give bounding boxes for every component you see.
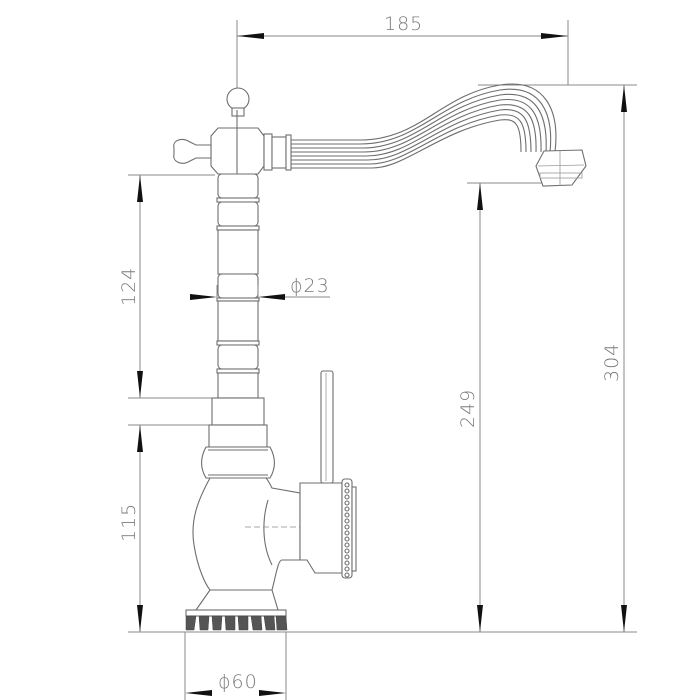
faucet-column: [216, 173, 260, 399]
arrow-left-icon: [237, 33, 264, 39]
dimension-column-height: 124: [118, 174, 215, 399]
arrow-left-icon: [185, 690, 212, 696]
dimension-base-diameter: ϕ60: [184, 632, 287, 700]
arrow-right-icon: [259, 690, 286, 696]
arrow-up-icon: [137, 175, 143, 202]
spout: [290, 83, 587, 187]
dimension-label-d23: ϕ23: [290, 275, 330, 297]
dimension-column-diameter: ϕ23: [190, 275, 330, 300]
arrow-left-icon: [258, 294, 285, 300]
dimension-label-d60: ϕ60: [218, 671, 258, 693]
dimension-total-height: 304: [478, 84, 637, 632]
arrow-up-icon: [137, 425, 143, 452]
dimension-spout-reach: 185: [236, 13, 569, 120]
dimension-label-249: 249: [457, 389, 479, 428]
dimension-label-304: 304: [601, 343, 623, 382]
dimension-label-124: 124: [118, 267, 140, 306]
faucet-head: [173, 87, 292, 175]
dimension-body-height: 115: [118, 424, 212, 632]
arrow-up-icon: [477, 183, 483, 210]
arrow-up-icon: [621, 85, 627, 112]
dimension-label-115: 115: [118, 503, 140, 542]
arrow-down-icon: [621, 605, 627, 632]
decorative-base: [185, 609, 288, 631]
arrow-down-icon: [137, 371, 143, 398]
dimension-outlet-height: 249: [457, 182, 543, 632]
arrow-right-icon: [541, 33, 568, 39]
lever-handle: [299, 370, 357, 579]
knurl-pattern: [344, 482, 350, 578]
arrow-down-icon: [477, 605, 483, 632]
arrow-down-icon: [137, 605, 143, 632]
arrow-right-icon: [190, 294, 217, 300]
faucet-body: [192, 397, 302, 611]
aerator-nozzle: [535, 149, 587, 187]
dimension-label-185: 185: [384, 13, 423, 35]
